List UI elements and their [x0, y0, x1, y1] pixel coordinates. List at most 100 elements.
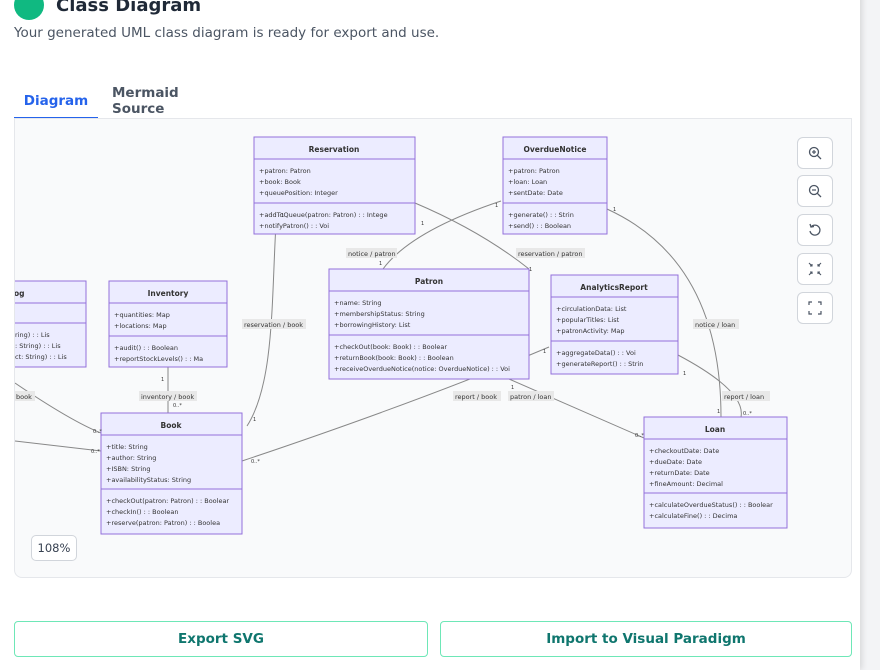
class-name: Inventory	[148, 289, 189, 298]
edge-reservation-book	[246, 206, 278, 427]
class-overdue-notice: OverdueNotice +patron: Patron +loan: Loa…	[502, 136, 608, 235]
header: Class Diagram	[14, 0, 201, 20]
attribute: +borrowingHistory: List	[334, 321, 411, 329]
multiplicity: 0..*	[635, 433, 644, 439]
method: +calculateOverdueStatus() : : Boolear	[649, 501, 773, 509]
class-reservation: Reservation +patron: Patron +book: Book …	[253, 136, 416, 235]
edge-reservation-patron	[414, 202, 530, 270]
multiplicity: 1	[717, 409, 720, 415]
class-analytics-report: AnalyticsReport +circulationData: List +…	[550, 274, 679, 375]
multiplicity: 1	[379, 261, 382, 267]
edge-label: patron / loan	[510, 393, 552, 401]
multiplicity: 0..*	[743, 411, 752, 417]
tab-mermaid-source[interactable]: Mermaid Source	[112, 84, 179, 117]
multiplicity: 1	[529, 267, 532, 273]
method: +checkIn() : : Boolean	[106, 508, 178, 516]
method: ct: String) : : Lis	[15, 353, 67, 361]
method: +reserve(patron: Patron) : : Boolea	[106, 519, 220, 527]
edge-label: inventory / book	[141, 393, 194, 401]
edge-label: notice / patron	[348, 250, 396, 258]
reset-view-button[interactable]	[797, 214, 833, 246]
multiplicity: 1	[543, 349, 546, 355]
attribute: +ISBN: String	[106, 465, 150, 473]
multiplicity: 0..*	[93, 429, 102, 435]
multiplicity: 1	[511, 385, 514, 391]
class-inventory: Inventory +quantities: Map +locations: M…	[108, 280, 228, 368]
class-name: AnalyticsReport	[580, 283, 648, 292]
method: +checkOut(book: Book) : : Boolear	[334, 343, 447, 351]
class-patron: Patron +name: String +membershipStatus: …	[328, 268, 530, 380]
class-name: Loan	[705, 425, 725, 434]
reset-icon	[809, 223, 821, 236]
attribute: +patronActivity: Map	[556, 327, 625, 335]
method: +audit() : : Boolean	[114, 344, 178, 352]
multiplicity: 1	[253, 417, 256, 423]
multiplicity: 1	[613, 207, 616, 213]
export-svg-button[interactable]: Export SVG	[14, 621, 428, 657]
method: +calculateFine() : : Decima	[649, 512, 737, 520]
edge-label: report / loan	[724, 393, 764, 401]
edge-label: book	[16, 393, 32, 401]
attribute: +dueDate: Date	[649, 458, 702, 466]
edge-label: reservation / patron	[518, 250, 582, 258]
multiplicities: 1 1 1 1 1 1 1 1 1 0..* 0..* 1 1 0..* 1 0…	[91, 203, 752, 465]
diagram-viewport: Reservation +patron: Patron +book: Book …	[15, 119, 851, 539]
fullscreen-button[interactable]	[797, 292, 833, 324]
attribute: +book: Book	[259, 178, 301, 186]
page-subtitle: Your generated UML class diagram is read…	[14, 25, 440, 41]
attribute: +title: String	[106, 443, 148, 451]
multiplicity: 1	[161, 377, 164, 383]
attribute: +membershipStatus: String	[334, 310, 425, 318]
zoom-out-button[interactable]	[797, 175, 833, 207]
multiplicity: 1	[281, 213, 284, 219]
edge-catalog-book-2	[15, 440, 102, 452]
attribute: +returnDate: Date	[649, 469, 710, 477]
method: +aggregateData() : : Voi	[556, 349, 636, 357]
method: +checkOut(patron: Patron) : : Boolear	[106, 497, 229, 505]
attribute: +quantities: Map	[114, 311, 170, 319]
zoom-level-indicator: 108%	[31, 535, 77, 561]
diagram-canvas[interactable]: Reservation +patron: Patron +book: Book …	[14, 118, 852, 578]
attribute: +checkoutDate: Date	[649, 447, 719, 455]
edge-label: report / book	[455, 393, 497, 401]
zoom-in-icon	[808, 146, 822, 160]
multiplicity: 0..*	[173, 403, 182, 409]
page-title: Class Diagram	[56, 0, 202, 16]
attribute: +patron: Patron	[259, 167, 311, 175]
class-name: Patron	[415, 277, 443, 286]
method: +addToQueue(patron: Patron) : : Intege	[259, 211, 388, 219]
multiplicity: 0..*	[91, 449, 100, 455]
class-loan: Loan +checkoutDate: Date +dueDate: Date …	[643, 416, 788, 529]
class-name: Reservation	[309, 145, 360, 154]
method: +reportStockLevels() : : Ma	[114, 355, 203, 363]
fullscreen-icon	[808, 301, 822, 315]
attribute: +loan: Loan	[508, 178, 547, 186]
method: +receiveOverdueNotice(notice: OverdueNot…	[334, 365, 510, 373]
attribute: +fineAmount: Decimal	[649, 480, 723, 488]
class-catalog: og ring) : : Lis : String) : : Lis ct: S…	[15, 280, 87, 368]
import-visual-paradigm-button[interactable]: Import to Visual Paradigm	[440, 621, 852, 657]
edge-labels: reservation / book notice / patron reser…	[15, 248, 770, 401]
attribute: +availabilityStatus: String	[106, 476, 191, 484]
method: +send() : : Boolean	[508, 222, 571, 230]
attribute: +queuePosition: Integer	[259, 189, 338, 197]
edge-report-loan	[677, 354, 742, 418]
method: +returnBook(book: Book) : : Boolean	[334, 354, 454, 362]
zoom-in-button[interactable]	[797, 137, 833, 169]
tab-bar: Diagram Mermaid Source	[14, 84, 850, 119]
edge-label: reservation / book	[244, 321, 303, 329]
attribute: +circulationData: List	[556, 305, 627, 313]
tab-diagram[interactable]: Diagram	[14, 84, 98, 119]
edge-catalog-book-1	[15, 382, 102, 434]
attribute: +author: String	[106, 454, 156, 462]
zoom-out-icon	[808, 184, 822, 198]
collapse-button[interactable]	[797, 253, 833, 285]
class-book: Book +title: String +author: String +ISB…	[100, 412, 243, 535]
method: +generate() : : Strin	[508, 211, 574, 219]
attribute: +patron: Patron	[508, 167, 560, 175]
method: +notifyPatron() : : Voi	[259, 222, 329, 230]
class-name: og	[15, 289, 25, 298]
attribute: +popularTitles: List	[556, 316, 620, 324]
method: : String) : : Lis	[15, 342, 61, 350]
attribute: +sentDate: Date	[508, 189, 563, 197]
